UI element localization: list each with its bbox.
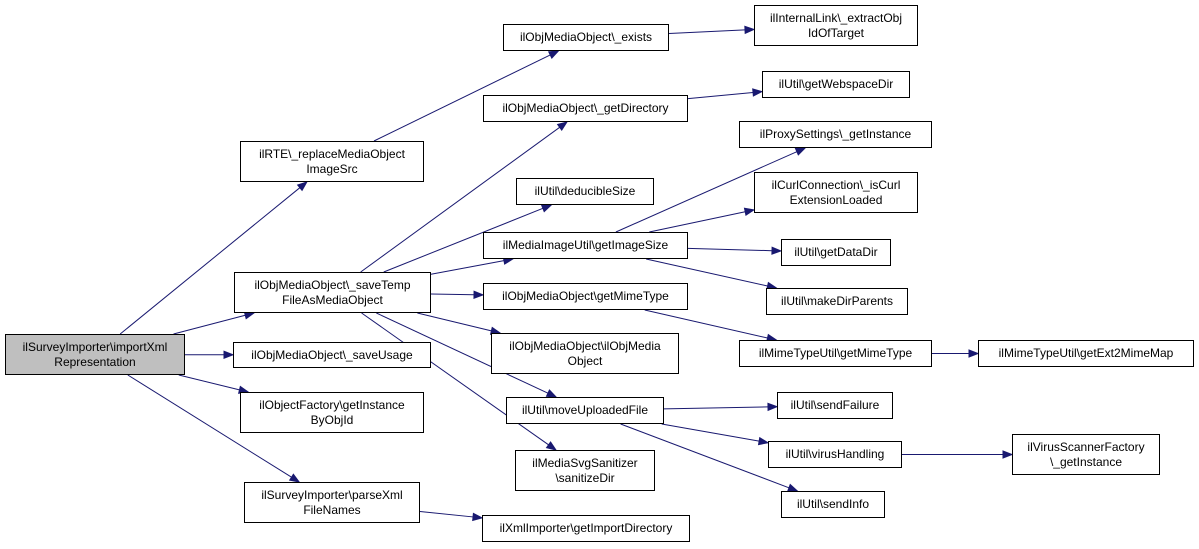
arrowhead-getDir-to-webspace	[752, 88, 764, 97]
node-replace[interactable]: ilRTE\_replaceMediaObject ImageSrc	[240, 141, 424, 182]
node-curl[interactable]: ilCurlConnection\_isCurl ExtensionLoaded	[754, 172, 918, 213]
edge-saveTemp-to-getDir	[360, 126, 560, 273]
edge-imgSize-to-curl	[649, 211, 746, 233]
node-extract[interactable]: ilInternalLink\_extractObj IdOfTarget	[754, 5, 918, 46]
node-sendFail[interactable]: ilUtil\sendFailure	[777, 392, 893, 419]
edge-getDir-to-webspace	[687, 91, 754, 100]
edge-saveTemp-to-moveUp	[376, 312, 549, 394]
node-root: ilSurveyImporter\importXml Representatio…	[5, 334, 185, 375]
node-mimeUtil[interactable]: ilMimeTypeUtil\getMimeType	[739, 340, 932, 367]
arrowhead-root-to-saveUsage	[223, 350, 235, 360]
edge-root-to-getInst	[178, 374, 240, 391]
arrowhead-parseXml-to-importDir	[472, 512, 484, 522]
arrowhead-exists-to-extract	[744, 25, 756, 35]
arrowhead-root-to-replace	[296, 181, 308, 192]
edge-imgSize-to-makeDir	[646, 258, 768, 287]
edge-root-to-parseXml	[127, 374, 292, 478]
arrowhead-moveUp-to-sendFail	[767, 402, 779, 412]
node-webspace[interactable]: ilUtil\getWebspaceDir	[762, 71, 910, 98]
edge-replace-to-exists	[373, 54, 551, 142]
edge-root-to-saveTemp	[173, 314, 246, 335]
node-imgSize[interactable]: ilMediaImageUtil\getImageSize	[483, 232, 688, 259]
arrowhead-moveUp-to-virus	[757, 436, 770, 446]
arrowhead-mimeUtil-to-ext2mime	[968, 349, 980, 358]
edge-saveTemp-to-mimeType	[430, 293, 475, 296]
edge-moveUp-to-sendInfo	[620, 423, 790, 489]
edge-moveUp-to-sendFail	[663, 406, 769, 410]
node-exists[interactable]: ilObjMediaObject\_exists	[503, 24, 669, 51]
node-getDir[interactable]: ilObjMediaObject\_getDirectory	[483, 95, 688, 122]
node-moveUp[interactable]: ilUtil\moveUploadedFile	[506, 397, 664, 424]
node-getInst[interactable]: ilObjectFactory\getInstance ByObjId	[240, 392, 424, 433]
node-makeDir[interactable]: ilUtil\makeDirParents	[766, 288, 908, 315]
node-svgSan[interactable]: ilMediaSvgSanitizer \sanitizeDir	[515, 450, 655, 491]
node-parseXml[interactable]: ilSurveyImporter\parseXml FileNames	[244, 482, 420, 523]
edge-imgSize-to-proxy	[615, 151, 798, 233]
arrowhead-saveTemp-to-deducible	[540, 204, 553, 213]
edge-exists-to-extract	[668, 29, 746, 35]
node-dataDir[interactable]: ilUtil\getDataDir	[781, 239, 891, 266]
node-mimeType[interactable]: ilObjMediaObject\getMimeType	[483, 283, 688, 310]
node-deducible[interactable]: ilUtil\deducibleSize	[516, 178, 654, 205]
arrowhead-virus-to-virusFac	[1002, 450, 1014, 459]
node-ext2mime[interactable]: ilMimeTypeUtil\getExt2MimeMap	[978, 340, 1194, 367]
arrowhead-saveTemp-to-moveUp	[545, 389, 558, 398]
edge-imgSize-to-dataDir	[687, 247, 773, 252]
arrowhead-saveTemp-to-mimeType	[473, 290, 485, 299]
node-saveTemp[interactable]: ilObjMediaObject\_saveTemp FileAsMediaOb…	[234, 272, 431, 313]
edge-moveUp-to-virus	[661, 423, 760, 442]
node-sendInfo[interactable]: ilUtil\sendInfo	[781, 491, 885, 518]
node-saveUsage[interactable]: ilObjMediaObject\_saveUsage	[233, 342, 431, 368]
edge-root-to-replace	[119, 187, 301, 335]
arrowhead-saveTemp-to-svgSan	[545, 441, 558, 451]
arrowhead-replace-to-exists	[547, 50, 560, 59]
arrowhead-root-to-parseXml	[288, 473, 301, 483]
arrowhead-imgSize-to-curl	[743, 207, 756, 216]
arrowhead-saveTemp-to-getDir	[556, 121, 569, 132]
node-mediaObj[interactable]: ilObjMediaObject\ilObjMedia Object	[491, 333, 679, 374]
edge-saveTemp-to-deducible	[383, 207, 544, 273]
edge-mimeType-to-mimeUtil	[644, 309, 768, 339]
edge-parseXml-to-importDir	[419, 511, 474, 518]
edge-saveTemp-to-mediaObj	[417, 312, 492, 332]
node-proxy[interactable]: ilProxySettings\_getInstance	[739, 121, 932, 148]
node-virus[interactable]: ilUtil\virusHandling	[768, 441, 902, 468]
edge-saveTemp-to-imgSize	[430, 260, 505, 275]
node-virusFac[interactable]: ilVirusScannerFactory \_getInstance	[1012, 434, 1160, 475]
node-importDir[interactable]: ilXmlImporter\getImportDirectory	[482, 515, 690, 542]
arrowhead-imgSize-to-proxy	[794, 147, 807, 156]
arrowhead-imgSize-to-dataDir	[771, 246, 783, 255]
